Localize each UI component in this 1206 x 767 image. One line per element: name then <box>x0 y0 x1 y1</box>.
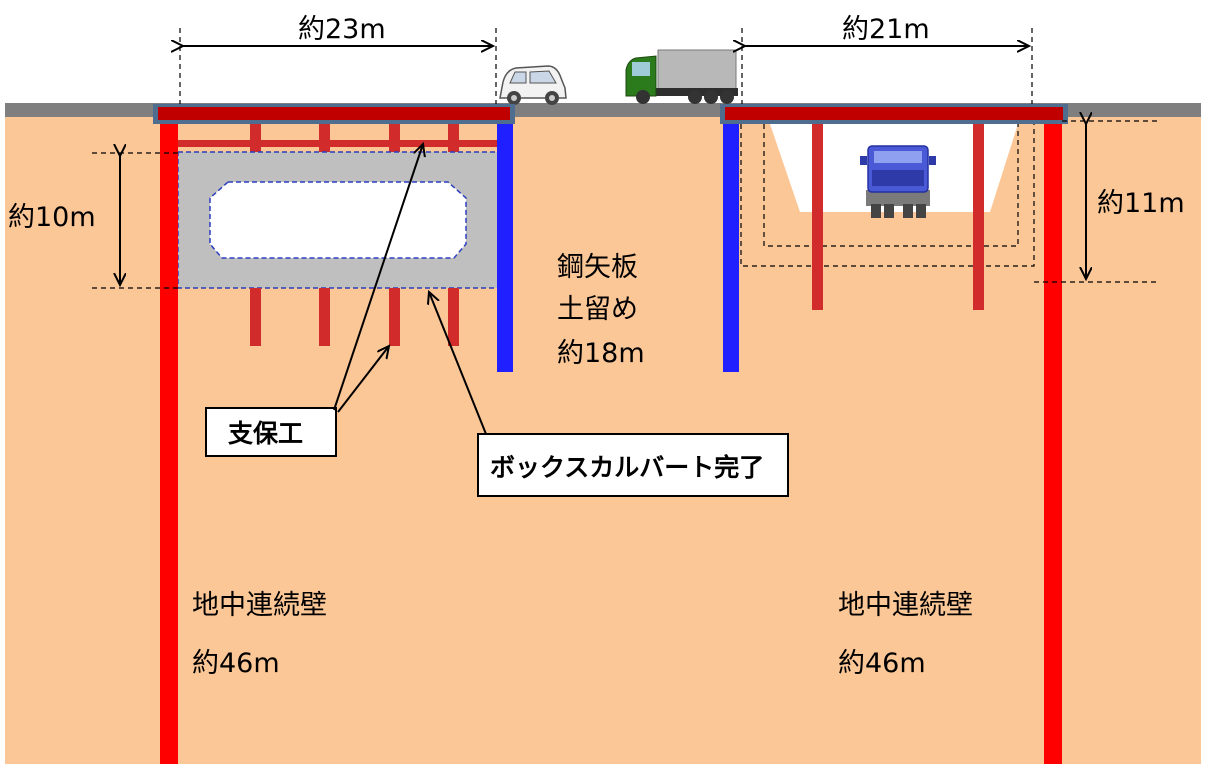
culvert-callout-label: ボックスカルバート完了 <box>490 453 764 482</box>
strut-horizontal <box>176 140 498 147</box>
deck-right-inner <box>725 107 1063 120</box>
left-wall-name: 地中連続壁 <box>192 590 327 621</box>
strut <box>319 120 330 152</box>
box-culvert <box>177 151 501 289</box>
left-wall-depth: 約46m <box>192 648 280 679</box>
steel-sheet-pile-right <box>723 120 739 372</box>
dump-truck-icon <box>860 145 936 218</box>
sheet-pile-label-line3: 約18m <box>557 338 645 369</box>
support-callout-box <box>205 407 337 457</box>
strut <box>973 120 984 310</box>
right-wall-name: 地中連続壁 <box>838 590 973 621</box>
left-depth-label: 約10m <box>8 202 96 233</box>
sheet-pile-label-line1: 鋼矢板 <box>557 252 638 283</box>
support-pointer-2 <box>337 346 389 413</box>
left-width-label: 約23m <box>298 14 386 45</box>
strut <box>448 120 459 152</box>
right-width-label: 約21m <box>842 14 930 45</box>
steel-sheet-pile-left <box>497 120 513 372</box>
right-depth-label: 約11m <box>1097 188 1185 219</box>
right-wall-depth: 約46m <box>838 648 926 679</box>
excavation-outline <box>763 124 1019 247</box>
deck-left-inner <box>158 107 510 120</box>
strut <box>812 120 823 310</box>
diaphragm-wall-left <box>160 116 178 764</box>
strut <box>250 120 261 152</box>
truck-icon <box>625 49 738 104</box>
car-icon <box>499 65 567 105</box>
support-pointer-1 <box>333 144 423 411</box>
strut <box>389 120 400 152</box>
diaphragm-wall-right <box>1044 116 1062 764</box>
support-callout-label: 支保工 <box>228 419 303 448</box>
culvert-pointer <box>429 292 487 435</box>
excavation-outline-outer <box>740 124 1035 267</box>
culvert-callout-box <box>477 433 789 497</box>
strut <box>389 288 400 346</box>
sheet-pile-label-line2: 土留め <box>557 294 638 325</box>
strut <box>448 288 459 346</box>
strut <box>250 288 261 346</box>
strut <box>319 288 330 346</box>
